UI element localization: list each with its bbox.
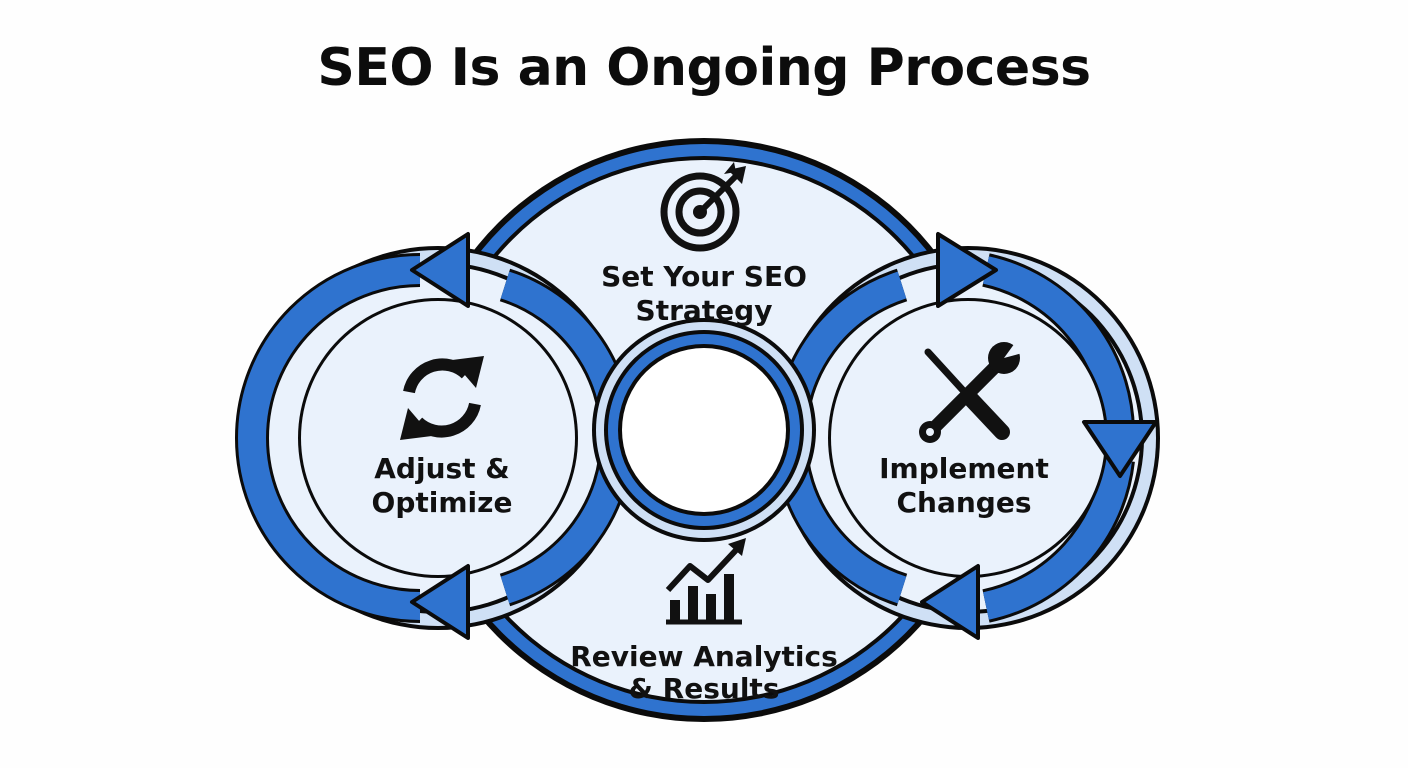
tools-icon — [919, 336, 1026, 443]
left-step-label-line1: Adjust & — [374, 452, 509, 485]
center-hole — [592, 318, 816, 542]
right-step-label-line2: Changes — [896, 486, 1031, 519]
right-step-label-line1: Implement — [879, 452, 1049, 485]
bottom-step-label-line2: & Results — [629, 672, 780, 705]
left-step-label-line2: Optimize — [372, 486, 513, 519]
left-step-circle — [235, 232, 634, 640]
bottom-step-label-line1: Review Analytics — [570, 640, 838, 673]
page-title: SEO Is an Ongoing Process — [317, 38, 1091, 98]
top-step-label-line2: Strategy — [636, 294, 773, 327]
top-step-label-line1: Set Your SEO — [601, 260, 807, 293]
target-arrow-icon — [660, 162, 746, 252]
refresh-cycle-icon — [400, 356, 484, 440]
growth-chart-icon — [665, 538, 746, 625]
